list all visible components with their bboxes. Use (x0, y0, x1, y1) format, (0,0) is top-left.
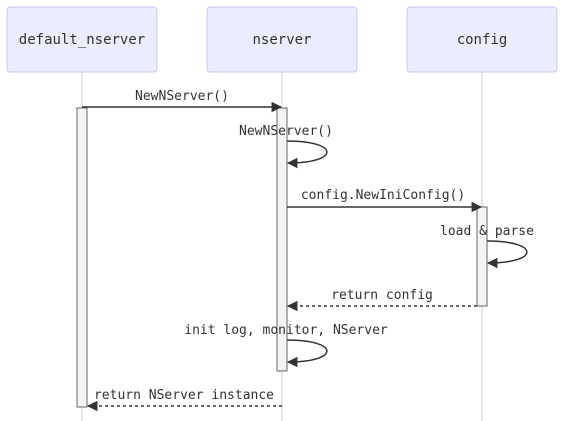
message-label: return NServer instance (94, 388, 274, 403)
message-load-parse: load & parse (440, 224, 534, 269)
actor-nserver: nserver (206, 6, 358, 73)
message-label: config.NewIniConfig() (301, 188, 465, 203)
message-new-nserver-self: NewNServer() (239, 124, 333, 169)
actor-label-nserver: nserver (252, 32, 311, 48)
actor-default-nserver: default_nserver (6, 6, 158, 73)
actor-label-config: config (457, 32, 508, 48)
message-label: return config (331, 288, 433, 303)
activation-config (476, 206, 488, 307)
message-new-nserver-call: NewNServer() (82, 89, 283, 113)
actor-label-default-nserver: default_nserver (19, 32, 145, 48)
activation-default-nserver (76, 107, 88, 408)
message-return-nserver-instance: return NServer instance (86, 388, 282, 412)
message-new-ini-config: config.NewIniConfig() (287, 188, 483, 213)
message-label: init log, monitor, NServer (184, 323, 388, 338)
message-label: load & parse (440, 224, 534, 239)
actor-config: config (406, 6, 558, 73)
message-return-config: return config (286, 288, 477, 312)
message-label: NewNServer() (239, 124, 333, 139)
message-label: NewNServer() (135, 89, 229, 104)
message-init-log-monitor: init log, monitor, NServer (184, 323, 388, 368)
